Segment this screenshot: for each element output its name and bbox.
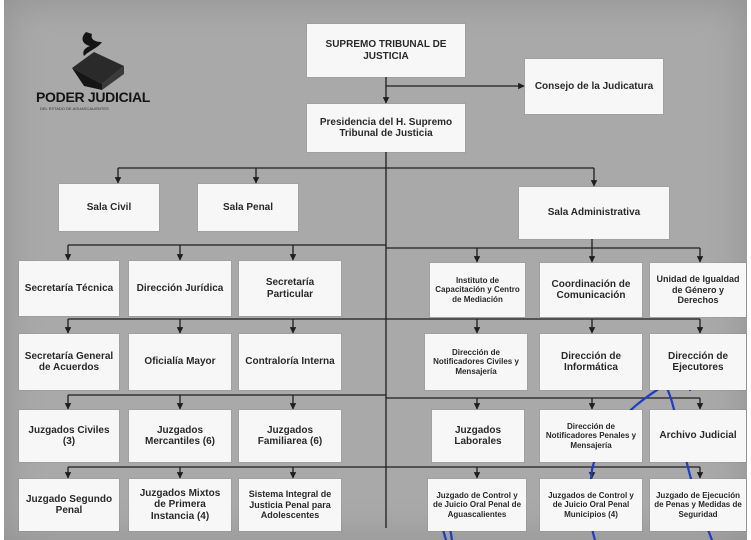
logo-title: PODER JUDICIAL (36, 89, 151, 105)
secretaria-general-acuerdos-box: Secretaría General de Acuerdos (19, 334, 119, 390)
direccion-informatica-box: Dirección de Informática (540, 334, 642, 390)
juzgados-mixtos-box: Juzgados Mixtos de Primera Instancia (4) (129, 479, 231, 531)
supremo-tribunal-box: SUPREMO TRIBUNAL DE JUSTICIA (307, 24, 465, 77)
juzgado-segundo-penal-box: Juzgado Segundo Penal (19, 479, 119, 531)
juzgados-mercantiles-box: Juzgados Mercantiles (6) (129, 410, 231, 462)
poder-judicial-logo-icon (72, 32, 124, 90)
logo-subtitle: DEL ESTADO DE AGUASCALIENTES (40, 106, 109, 111)
direccion-notificadores-civiles-box: Dirección de Notificadores Civiles y Men… (425, 334, 527, 390)
sistema-integral-adolescentes-box: Sistema Integral de Justicia Penal para … (239, 479, 341, 531)
juzgados-control-municipios-box: Juzgados de Control y de Juicio Oral Pen… (540, 479, 642, 531)
consejo-judicatura-box: Consejo de la Judicatura (525, 59, 663, 114)
coordinacion-comunicacion-box: Coordinación de Comunicación (540, 263, 642, 317)
oficialia-mayor-box: Oficialía Mayor (129, 334, 231, 390)
juzgado-ejecucion-penas-box: Juzgado de Ejecución de Penas y Medidas … (650, 479, 746, 531)
sala-penal-box: Sala Penal (198, 184, 298, 231)
juzgados-laborales-box: Juzgados Laborales (432, 410, 524, 462)
presidencia-box: Presidencia del H. Supremo Tribunal de J… (307, 104, 465, 152)
direccion-ejecutores-box: Dirección de Ejecutores (650, 334, 746, 390)
unidad-igualdad-box: Unidad de Igualdad de Género y Derechos (650, 263, 746, 317)
direccion-notificadores-penales-box: Dirección de Notificadores Penales y Men… (540, 410, 642, 462)
sala-administrativa-box: Sala Administrativa (519, 187, 669, 239)
juzgados-familiares-box: Juzgados Familiarea (6) (239, 410, 341, 462)
secretaria-particular-box: Secretaría Particular (239, 261, 341, 316)
contraloria-interna-box: Contraloría Interna (239, 334, 341, 390)
juzgado-control-aguascalientes-box: Juzgado de Control y de Juicio Oral Pena… (428, 479, 526, 531)
sala-civil-box: Sala Civil (59, 184, 159, 231)
direccion-juridica-box: Dirección Jurídica (129, 261, 231, 316)
juzgados-civiles-box: Juzgados Civiles (3) (19, 410, 119, 462)
archivo-judicial-box: Archivo Judicial (650, 410, 746, 462)
secretaria-tecnica-box: Secretaría Técnica (19, 261, 119, 316)
instituto-capacitacion-box: Instituto de Capacitación y Centro de Me… (430, 263, 525, 317)
